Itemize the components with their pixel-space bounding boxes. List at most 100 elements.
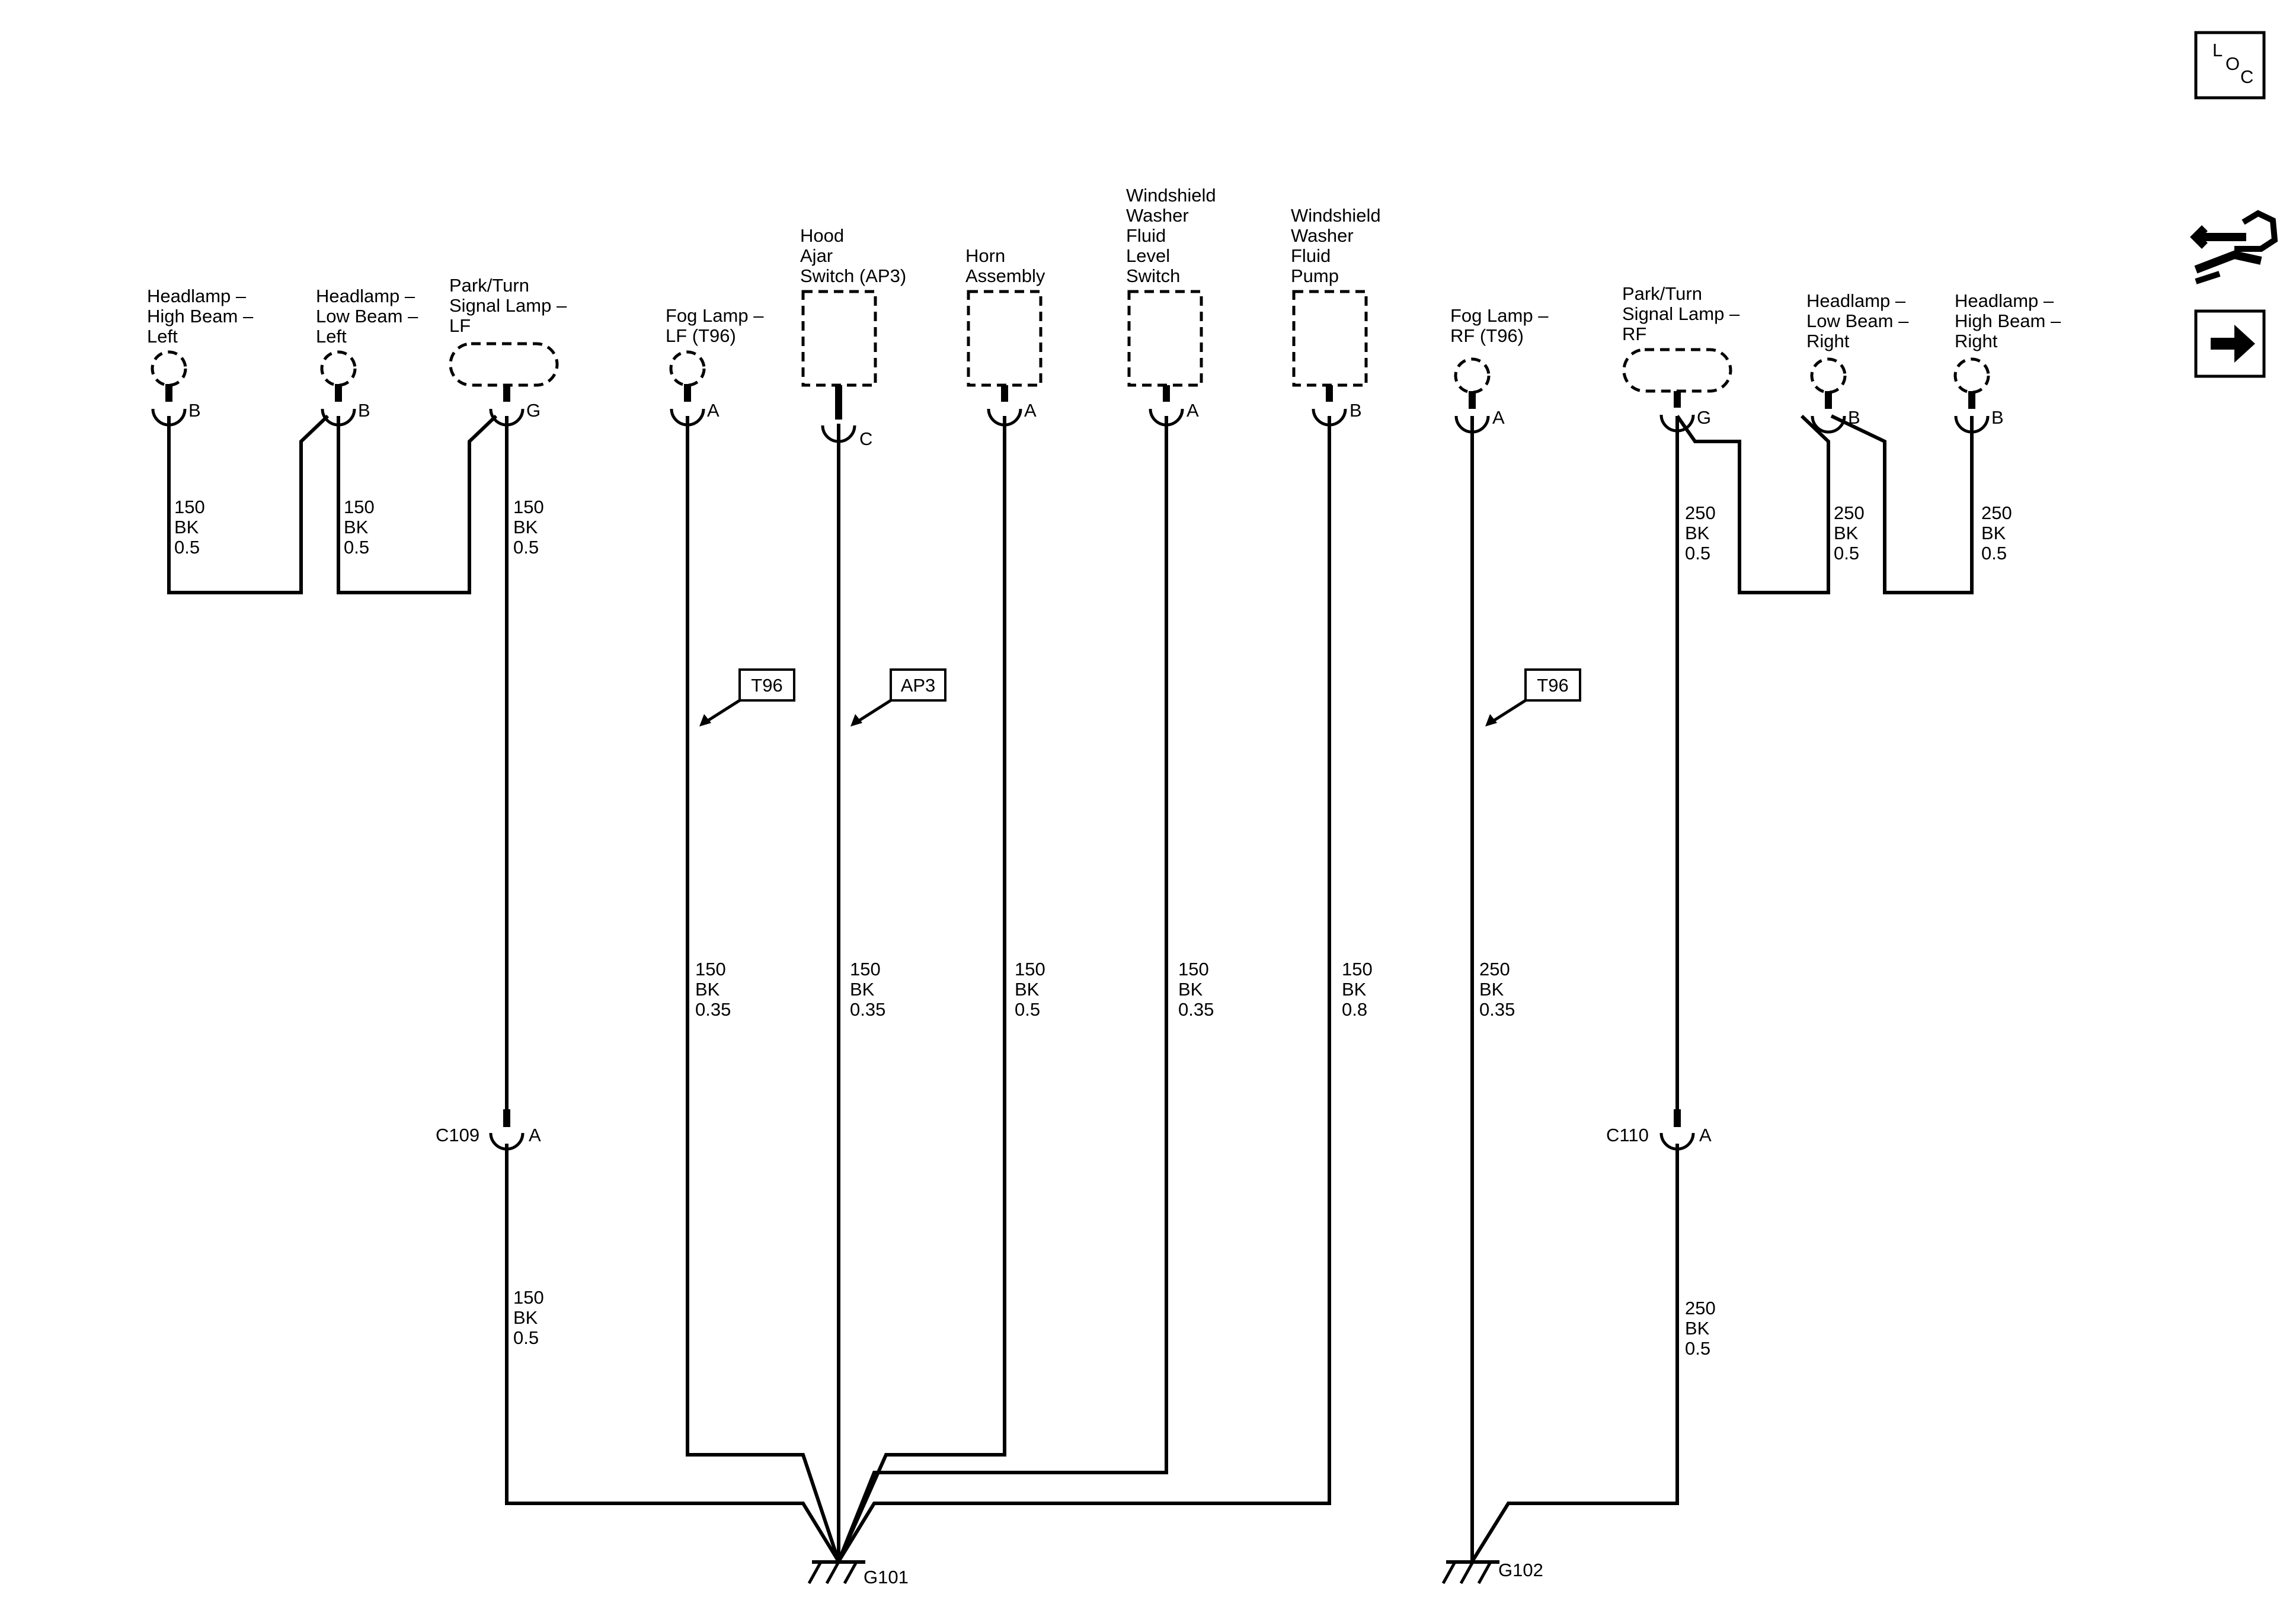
text-line: Windshield	[1291, 205, 1381, 226]
pin-fog-rf: A	[1492, 407, 1505, 428]
text-line: Fluid	[1126, 225, 1166, 246]
text-line: Fluid	[1291, 245, 1331, 266]
text-line: BK	[513, 1307, 538, 1328]
c110-label: C110	[1606, 1125, 1649, 1145]
text-line: Left	[147, 326, 178, 347]
hl-high-right-symbol	[1953, 357, 1990, 434]
pin-hl-low-left: B	[358, 400, 370, 421]
text-line: Ajar	[800, 245, 833, 266]
text-line: Level	[1126, 245, 1170, 266]
pin-washer-pump: B	[1350, 400, 1362, 421]
loc-letter-l: L	[2212, 40, 2223, 60]
tag-fog-rf[interactable]: T96	[1485, 668, 1581, 726]
text-line: BK	[1479, 979, 1504, 1000]
text-line: LF (T96)	[666, 325, 736, 346]
c110-connector-symbol	[1659, 1109, 1695, 1151]
text-line: 0.5	[1685, 543, 1710, 564]
loc-letter-c: C	[2240, 66, 2253, 87]
text-line: Park/Turn	[1622, 283, 1702, 304]
text-line: 0.5	[174, 537, 200, 558]
arrow-right-icon[interactable]	[2194, 309, 2266, 378]
text-line: 150	[1342, 959, 1373, 980]
text-line: 0.35	[1178, 999, 1214, 1020]
tag-fog-lf[interactable]: T96	[699, 668, 795, 726]
text-line: 150	[344, 497, 375, 517]
text-line: 0.35	[695, 999, 731, 1020]
text-line: Park/Turn	[449, 275, 529, 296]
washer-level-symbol	[1127, 290, 1203, 427]
hand-wrench-icon[interactable]	[2190, 210, 2278, 284]
g102-label: G102	[1498, 1560, 1543, 1580]
hl-low-left-label: Headlamp –Low Beam –Left	[316, 286, 418, 347]
g101-label: G101	[864, 1567, 909, 1587]
text-line: 250	[1981, 502, 2012, 523]
text-line: 0.5	[1015, 999, 1040, 1020]
hl-low-left-symbol	[320, 350, 357, 427]
fog-lf-symbol	[669, 350, 706, 427]
text-line: 0.5	[1834, 543, 1859, 564]
text-line: BK	[1178, 979, 1203, 1000]
tag-hood-ajar[interactable]: AP3	[850, 668, 946, 726]
park-rf-symbol	[1622, 348, 1732, 433]
text-line: Pump	[1291, 265, 1339, 286]
text-line: Washer	[1291, 225, 1354, 246]
text-line: Switch	[1126, 265, 1180, 286]
tag-fog-lf-label: T96	[751, 675, 782, 696]
text-line: BK	[1342, 979, 1367, 1000]
wires	[167, 414, 1974, 1563]
horn-symbol	[967, 290, 1043, 427]
text-line: RF (T96)	[1450, 325, 1524, 346]
text-line: LF	[449, 315, 471, 336]
text-line: 250	[1685, 502, 1716, 523]
text-line: Low Beam –	[316, 306, 418, 327]
text-line: 250	[1685, 1298, 1716, 1318]
text-line: Fog Lamp –	[666, 305, 764, 326]
pin-hl-high-left: B	[188, 400, 201, 421]
tag-fog-rf-label: T96	[1537, 675, 1568, 696]
text-line: BK	[1015, 979, 1040, 1000]
hl-high-left-symbol	[151, 350, 187, 427]
pin-c109: A	[529, 1125, 541, 1145]
text-line: BK	[513, 517, 538, 537]
text-line: BK	[1834, 523, 1859, 543]
text-line: Right	[1955, 331, 1998, 351]
text-line: 0.35	[850, 999, 885, 1020]
loc-icon[interactable]: L O C	[2194, 31, 2266, 100]
text-line: Headlamp –	[316, 286, 415, 306]
text-line: 150	[850, 959, 881, 980]
washer-pump-symbol	[1292, 290, 1368, 427]
text-line: Headlamp –	[147, 286, 247, 306]
park-lf-symbol	[449, 342, 559, 427]
text-line: BK	[1981, 523, 2006, 543]
pin-hl-low-right: B	[1848, 407, 1860, 428]
pin-fog-lf: A	[707, 400, 720, 421]
text-line: Headlamp –	[1955, 290, 2054, 311]
text-line: 0.5	[1981, 543, 2007, 564]
text-line: BK	[1685, 1318, 1710, 1339]
pin-park-rf: G	[1697, 407, 1711, 428]
pin-park-lf: G	[526, 400, 541, 421]
text-line: 150	[695, 959, 726, 980]
text-line: 250	[1834, 502, 1865, 523]
text-line: 0.5	[344, 537, 369, 558]
text-line: 0.8	[1342, 999, 1367, 1020]
fog-lf-label: Fog Lamp –LF (T96)	[666, 305, 764, 346]
text-line: Right	[1806, 331, 1850, 351]
hl-high-left-label: Headlamp –High Beam –Left	[147, 286, 254, 347]
text-line: 250	[1479, 959, 1510, 980]
tag-hood-ajar-label: AP3	[901, 675, 936, 696]
